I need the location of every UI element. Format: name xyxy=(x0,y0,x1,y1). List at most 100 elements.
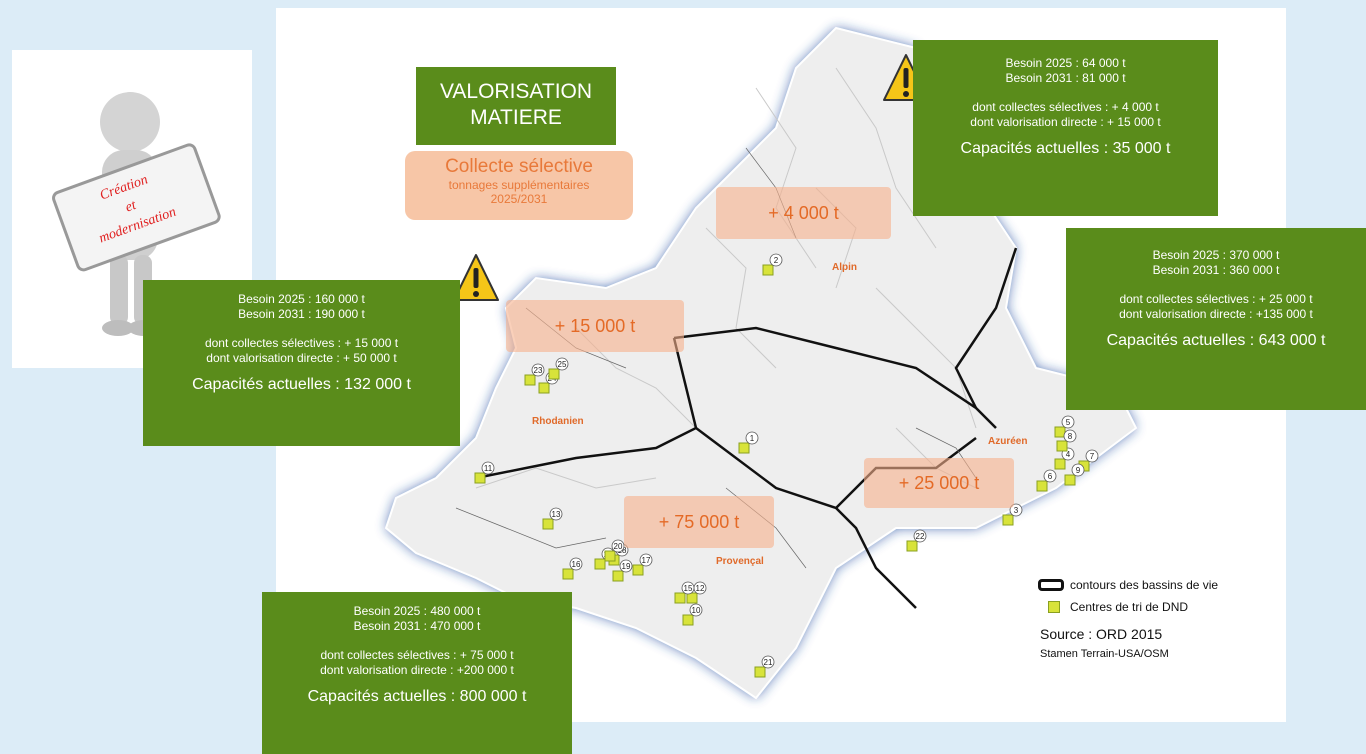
sorting-centre-badge xyxy=(555,357,569,371)
provencal-capacites: Capacités actuelles : 800 000 t xyxy=(307,688,527,705)
title-line-2: MATIERE xyxy=(470,106,562,129)
sorting-centre-badge xyxy=(689,603,703,617)
sorting-centre-marker xyxy=(474,472,486,484)
basin-contours xyxy=(475,247,1018,609)
provencal-besoin-2025: Besoin 2025 : 480 000 t xyxy=(353,604,481,618)
map-legend: contours des bassins de vie Centres de t… xyxy=(1034,566,1248,682)
sorting-centre-badge xyxy=(913,529,927,543)
region-label-provencal: Provençal xyxy=(716,556,764,567)
sorting-centre-marker xyxy=(906,540,918,552)
legend-centres: Centres de tri de DND xyxy=(1038,596,1248,618)
sorting-centre-number: 3 xyxy=(1014,506,1019,515)
sorting-centre-number: 17 xyxy=(642,556,651,565)
sorting-centre-marker xyxy=(1036,480,1048,492)
sorting-centre-marker xyxy=(632,564,644,576)
sorting-centre-badge xyxy=(745,431,759,445)
sorting-centre-badge xyxy=(761,655,775,669)
sorting-centre-badge xyxy=(639,553,653,567)
peach-label-provencal: + 75 000 t xyxy=(624,496,774,548)
box-provencal: Besoin 2025 : 480 000 t Besoin 2031 : 47… xyxy=(262,592,572,754)
provencal-collectes: dont collectes sélectives : + 75 000 t xyxy=(320,648,514,662)
sorting-centre-marker xyxy=(754,666,766,678)
sorting-centre-marker xyxy=(1056,440,1068,452)
sorting-centre-number: 12 xyxy=(696,584,705,593)
sorting-centre-number: 6 xyxy=(1048,472,1053,481)
azureen-valorisation: dont valorisation directe : +135 000 t xyxy=(1119,307,1313,321)
box-azureen: Besoin 2025 : 370 000 t Besoin 2031 : 36… xyxy=(1066,228,1366,410)
alpin-valorisation: dont valorisation directe : + 15 000 t xyxy=(970,115,1161,129)
sorting-centre-number: 23 xyxy=(534,366,543,375)
rhodanien-valorisation: dont valorisation directe : + 50 000 t xyxy=(206,351,397,365)
sorting-centre-badge xyxy=(1009,503,1023,517)
rhodanien-collectes: dont collectes sélectives : + 15 000 t xyxy=(204,336,399,350)
provencal-valorisation: dont valorisation directe : +200 000 t xyxy=(320,663,514,677)
box-alpin: Besoin 2025 : 64 000 t Besoin 2031 : 81 … xyxy=(913,40,1218,216)
sorting-centre-badge xyxy=(1061,415,1075,429)
sorting-centre-marker xyxy=(612,570,624,582)
title-line-1: VALORISATION xyxy=(439,80,593,103)
sorting-centre-number: 22 xyxy=(916,532,925,541)
rhodanien-besoin-2031: Besoin 2031 : 190 000 t xyxy=(238,307,365,321)
sorting-centre-badge xyxy=(481,461,495,475)
sorting-centre-badge xyxy=(1043,469,1057,483)
sorting-centre-badge xyxy=(681,581,695,595)
sorting-centre-badge xyxy=(531,363,545,377)
sorting-centre-number: 16 xyxy=(572,560,581,569)
sorting-centre-marker xyxy=(542,518,554,530)
sorting-centre-number: 25 xyxy=(558,360,567,369)
contour-swatch xyxy=(1038,579,1064,591)
legend-centres-label: Centres de tri de DND xyxy=(1070,600,1189,614)
sorting-centre-marker xyxy=(604,550,616,562)
sorting-centre-marker xyxy=(682,614,694,626)
alpin-collectes: dont collectes sélectives : + 4 000 t xyxy=(972,100,1159,114)
sorting-centre-marker xyxy=(1002,514,1014,526)
sorting-centre-badge xyxy=(769,253,783,267)
sorting-centre-marker xyxy=(538,382,550,394)
sorting-centre-marker xyxy=(1064,474,1076,486)
collecte-heading: Collecte sélective xyxy=(445,156,593,177)
alpin-besoin-2031: Besoin 2031 : 81 000 t xyxy=(1005,71,1126,85)
marker-swatch xyxy=(1048,601,1060,613)
collecte-sub-2: 2025/2031 xyxy=(490,192,548,206)
collecte-sub-1: tonnages supplémentaires xyxy=(448,178,590,192)
sorting-centre-marker xyxy=(562,568,574,580)
region-label-azureen: Azuréen xyxy=(988,436,1028,447)
sorting-centre-number: 8 xyxy=(1068,432,1073,441)
region-label-alpin: Alpin xyxy=(832,262,857,273)
sorting-centre-badge xyxy=(1071,463,1085,477)
box-rhodanien: Besoin 2025 : 160 000 t Besoin 2031 : 19… xyxy=(143,280,460,446)
sorting-centre-badge xyxy=(1063,429,1077,443)
legend-source: Source : ORD 2015 xyxy=(1040,626,1163,642)
peach-label-alpin: + 4 000 t xyxy=(716,187,891,239)
figure-holding-sign: Création et modernisation xyxy=(52,92,221,336)
legend-contours-label: contours des bassins de vie xyxy=(1070,578,1219,592)
legend-contours: contours des bassins de vie xyxy=(1038,574,1248,596)
region-label-rhodanien: Rhodanien xyxy=(532,416,584,427)
sorting-centre-marker xyxy=(674,592,686,604)
azureen-capacites: Capacités actuelles : 643 000 t xyxy=(1106,332,1326,349)
sorting-centre-badge xyxy=(619,559,633,573)
sorting-centre-marker xyxy=(1054,426,1066,438)
alpin-besoin-2025: Besoin 2025 : 64 000 t xyxy=(1005,56,1126,70)
azureen-besoin-2031: Besoin 2031 : 360 000 t xyxy=(1152,263,1280,277)
sorting-centre-number: 15 xyxy=(684,584,693,593)
collecte-box: Collecte sélective tonnages supplémentai… xyxy=(405,151,633,220)
sorting-centre-marker xyxy=(548,368,560,380)
legend-stamen: Stamen Terrain-USA/OSM xyxy=(1040,648,1169,660)
sorting-centre-badge xyxy=(1085,449,1099,463)
provencal-besoin-2031: Besoin 2031 : 470 000 t xyxy=(353,619,481,633)
alpin-capacites: Capacités actuelles : 35 000 t xyxy=(960,140,1171,157)
sorting-centre-number: 19 xyxy=(622,562,631,571)
sorting-centre-number: 5 xyxy=(1066,418,1071,427)
sorting-centre-number: 2 xyxy=(774,256,779,265)
warning-icon xyxy=(453,254,499,301)
title-box: VALORISATION MATIERE xyxy=(416,67,616,145)
azureen-collectes: dont collectes sélectives : + 25 000 t xyxy=(1119,292,1313,306)
sorting-centre-number: 9 xyxy=(1076,466,1081,475)
azureen-besoin-2025: Besoin 2025 : 370 000 t xyxy=(1152,248,1280,262)
peach-label-azureen: + 25 000 t xyxy=(864,458,1014,508)
sorting-centre-number: 11 xyxy=(484,464,493,473)
sorting-centre-number: 21 xyxy=(764,658,773,667)
sorting-centre-marker xyxy=(1054,458,1066,470)
sorting-centre-number: 20 xyxy=(614,542,623,551)
